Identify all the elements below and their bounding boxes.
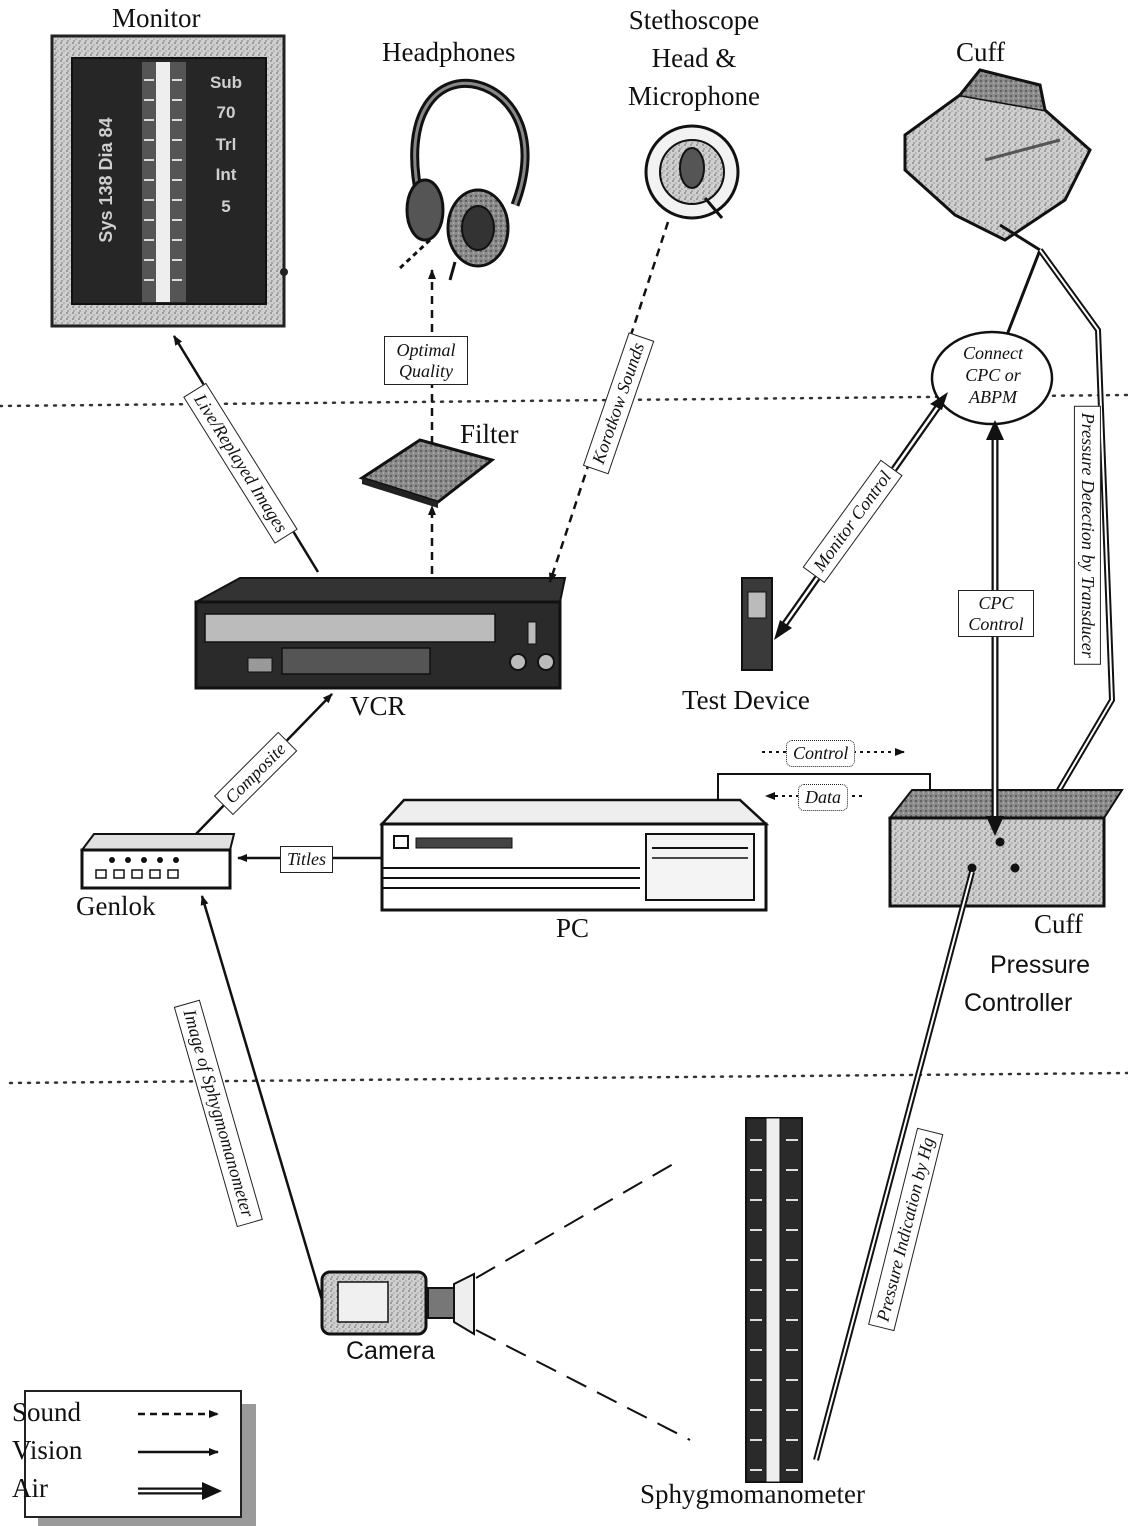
connect-cpc-text: Connect CPC or ABPM: [944, 342, 1042, 408]
cpc-label-line2: Pressure: [990, 950, 1090, 980]
camera-device: [322, 1272, 474, 1334]
pc-device: [382, 800, 766, 910]
camera-label: Camera: [346, 1336, 435, 1366]
connect-cpc-line3: ABPM: [944, 386, 1042, 408]
stethoscope-label-line2: Head &: [614, 42, 774, 74]
monitor-right-readout-line: Sub: [210, 73, 242, 92]
cpc-control-line2: Control: [965, 614, 1027, 635]
legend-vision-label: Vision: [12, 1435, 82, 1466]
monitor-left-readout: Sys 138 Dia 84: [96, 117, 116, 242]
cuff-device: [905, 70, 1090, 240]
monitor-label: Monitor: [112, 2, 201, 34]
filter-label: Filter: [460, 418, 519, 450]
data-tag: Data: [798, 784, 848, 811]
connect-cpc-line2: CPC or: [944, 364, 1042, 386]
stethoscope-label-line3: Microphone: [614, 80, 774, 112]
cpc-label-line3: Controller: [964, 988, 1072, 1018]
camera-view-line-top: [476, 1160, 680, 1278]
monitor-right-readout-line: Trl: [216, 135, 237, 154]
optimal-quality-line1: Optimal: [389, 340, 463, 361]
optimal-quality-line2: Quality: [389, 361, 463, 382]
vcr-label: VCR: [350, 690, 406, 722]
cuff-pressure-controller-device: [890, 790, 1122, 906]
sphygmomanometer-device: [746, 1118, 802, 1482]
control-tag: Control: [786, 740, 855, 767]
section-divider-bottom: [10, 1073, 1128, 1083]
cpc-label-line1: Cuff: [1034, 908, 1083, 940]
cuff-label: Cuff: [956, 36, 1005, 68]
headphones-device: [400, 83, 525, 280]
cuff-to-connect-line: [1005, 250, 1040, 340]
test-device-label: Test Device: [682, 684, 810, 716]
monitor-right-readout-line: 70: [217, 103, 236, 122]
headphones-label: Headphones: [382, 36, 515, 68]
sphygmomanometer-label: Sphygmomanometer: [640, 1478, 865, 1510]
legend-sound-label: Sound: [12, 1397, 81, 1428]
stethoscope-label-line1: Stethoscope: [614, 4, 774, 36]
stethoscope-head-device: [646, 126, 738, 218]
legend-air-label: Air: [12, 1473, 48, 1504]
optimal-quality-tag: Optimal Quality: [384, 336, 468, 385]
vcr-device: [196, 578, 565, 688]
genlok-label: Genlok: [76, 890, 155, 922]
pressure-detection-tag: Pressure Detection by Transducer: [1074, 406, 1101, 665]
monitor-right-readout-line: Int: [216, 165, 237, 184]
titles-tag: Titles: [280, 846, 333, 873]
camera-view-line-bottom: [476, 1330, 690, 1440]
connect-cpc-line1: Connect: [944, 342, 1042, 364]
monitor-right-readout-line: 5: [221, 197, 230, 216]
genlok-device: [82, 834, 234, 888]
test-device: [742, 578, 772, 670]
cpc-control-line1: CPC: [965, 593, 1027, 614]
pc-label: PC: [556, 912, 589, 944]
cpc-control-tag: CPC Control: [958, 590, 1034, 637]
